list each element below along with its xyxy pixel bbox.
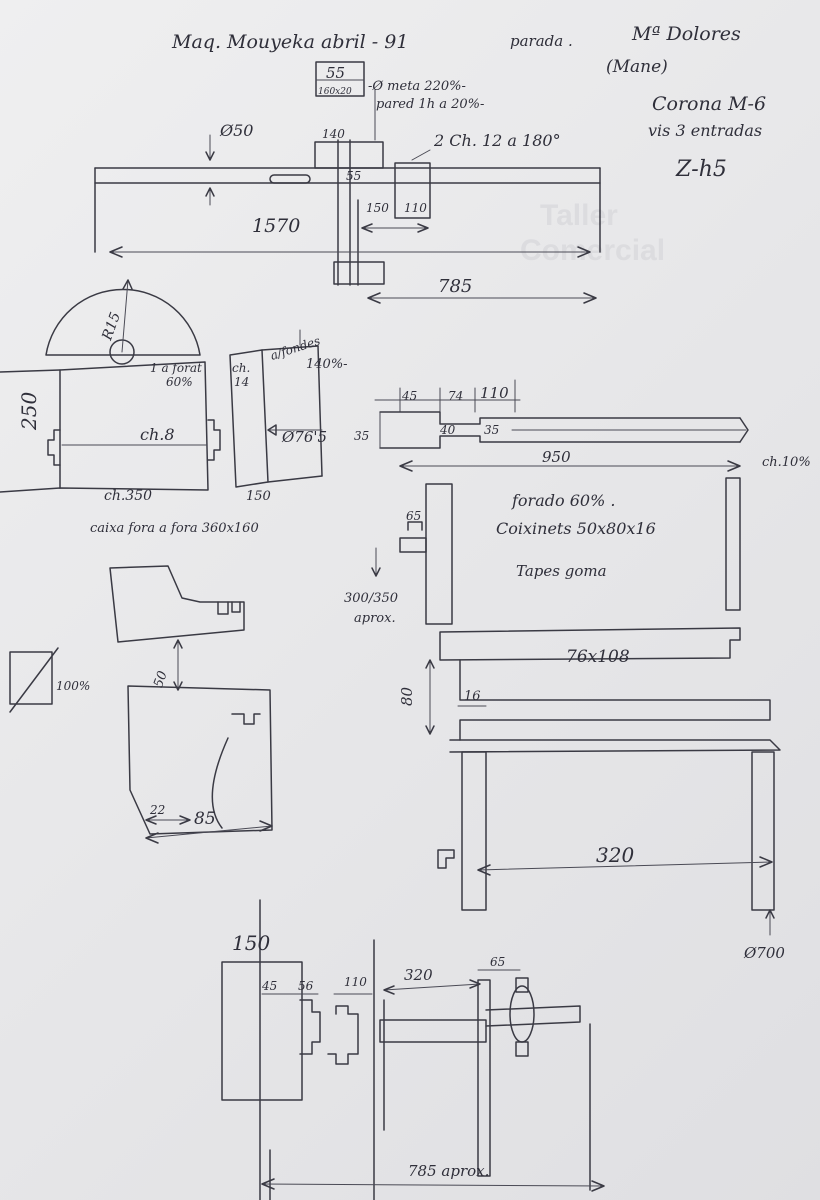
length-1570: 1570: [252, 215, 300, 237]
owner-note: (Mane): [606, 57, 668, 77]
bottom-dim-65: 65: [490, 955, 505, 969]
note-forat-b: 60%: [166, 375, 193, 389]
note-forat-a: 1 a forat: [150, 361, 202, 375]
note-coixinets: Coixinets 50x80x16: [496, 519, 656, 538]
page-title: Maq. Mouyeka abril - 91: [171, 31, 408, 53]
mid-dim-40: 40: [439, 423, 456, 437]
bottom-length: 785 aprox.: [408, 1162, 489, 1180]
watermark-line1: Taller: [540, 199, 618, 232]
profile-dim-50: 50: [151, 669, 171, 690]
left-profiles-drawing: [9, 565, 273, 844]
profile-dim-85: 85: [194, 809, 216, 829]
owner-prefix: parada .: [510, 32, 573, 50]
arc-radius: R15: [99, 310, 124, 343]
note-wall: pared 1h a 20%-: [376, 97, 484, 112]
diameter-50: Ø50: [219, 121, 253, 140]
dia-700: Ø700: [743, 944, 785, 962]
bottom-assembly-drawing: [221, 899, 605, 1200]
dim-80: 80: [398, 686, 416, 706]
length-785: 785: [438, 276, 472, 297]
box-bottom-value: 160x20: [318, 87, 352, 97]
channel-dim-150: 150: [246, 489, 271, 504]
channel-note-b: 140%-: [306, 357, 348, 372]
profile-dim-65: 65: [406, 509, 421, 523]
arc-cross-section: [0, 279, 221, 493]
note-forado: forado 60% .: [511, 491, 615, 510]
channel-section: [229, 329, 323, 488]
section-76x108: 76x108: [566, 647, 630, 667]
profile-range-a: 300/350: [344, 591, 398, 606]
side-250: 250: [17, 392, 41, 431]
ch350-label: ch.350: [104, 488, 152, 504]
channel-diameter: Ø76'5: [281, 428, 327, 446]
spec-line3: Z-h5: [675, 157, 727, 182]
dim-150: 150: [366, 201, 389, 215]
dim-16: 16: [464, 689, 481, 704]
frame-drawing: [425, 477, 781, 936]
channel-ch-b: 14: [234, 375, 249, 389]
top-shaft-drawing: [94, 61, 601, 304]
ch8-label: ch.8: [140, 425, 175, 444]
bottom-dim-320: 320: [404, 966, 433, 984]
owner-name: Mª Dolores: [631, 23, 741, 45]
profile-range-b: aprox.: [354, 611, 396, 626]
mid-length-950: 950: [542, 448, 571, 466]
note-tapes: Tapes goma: [516, 562, 607, 580]
mid-dim-45: 45: [401, 389, 417, 403]
small-profile-drawing: [371, 483, 453, 625]
bottom-dim-150: 150: [232, 931, 270, 955]
box-top-value: 55: [326, 64, 345, 82]
spec-line2: vis 3 entradas: [648, 121, 762, 140]
mid-dim-110: 110: [480, 384, 509, 402]
dim-320: 320: [596, 843, 634, 867]
box-note: caixa fora a fora 360x160: [90, 521, 259, 536]
spec-line1: Corona M-6: [652, 93, 766, 115]
dim-140: 140: [322, 127, 345, 141]
dim-110: 110: [404, 201, 427, 215]
mid-shaft-drawing: [374, 379, 749, 472]
bottom-dim-45: 45: [261, 979, 277, 993]
spec-box: [315, 61, 365, 97]
note-channel: 2 Ch. 12 a 180°: [433, 131, 561, 150]
mid-chamfer: ch.10%: [762, 455, 811, 470]
profile-pct-100: 100%: [56, 679, 90, 693]
mid-dim-35a: 35: [354, 429, 369, 443]
dim-55: 55: [346, 169, 361, 183]
bottom-dim-56: 56: [298, 979, 314, 993]
mid-dim-35b: 35: [484, 423, 499, 437]
mid-dim-74: 74: [448, 389, 463, 403]
bottom-dim-110: 110: [344, 975, 367, 989]
watermark-line2: Comercial: [520, 234, 665, 267]
profile-dim-22: 22: [149, 803, 165, 817]
channel-ch-a: ch.: [232, 361, 250, 375]
note-speed: -Ø meta 220%-: [368, 79, 466, 94]
